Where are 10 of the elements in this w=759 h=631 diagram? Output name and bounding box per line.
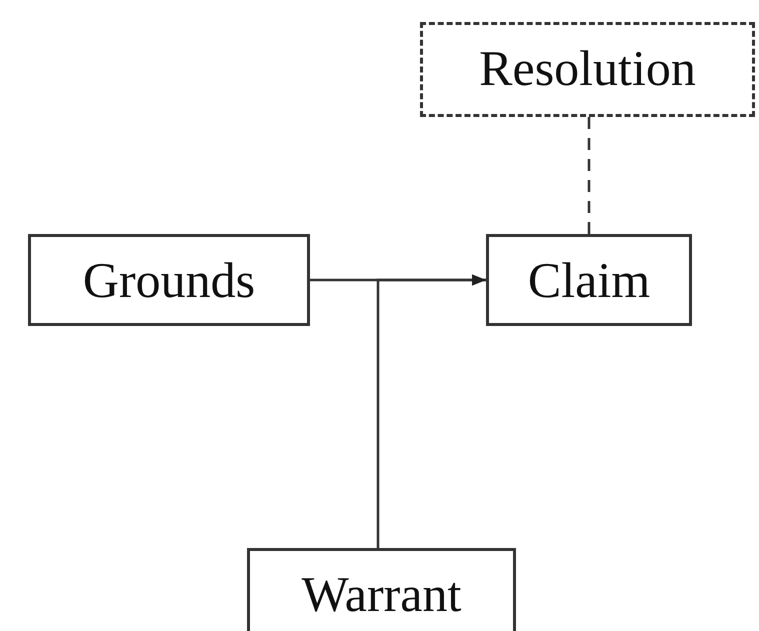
node-label: Warrant <box>302 569 462 619</box>
node-label: Grounds <box>82 255 256 305</box>
process-box <box>247 548 516 631</box>
dashed-box <box>420 22 755 117</box>
process-box <box>486 234 692 326</box>
arrow <box>376 274 486 548</box>
node-label: Claim <box>528 255 650 305</box>
node-label: Resolution <box>479 43 696 93</box>
connector-line <box>588 117 590 234</box>
process-box <box>28 234 310 326</box>
